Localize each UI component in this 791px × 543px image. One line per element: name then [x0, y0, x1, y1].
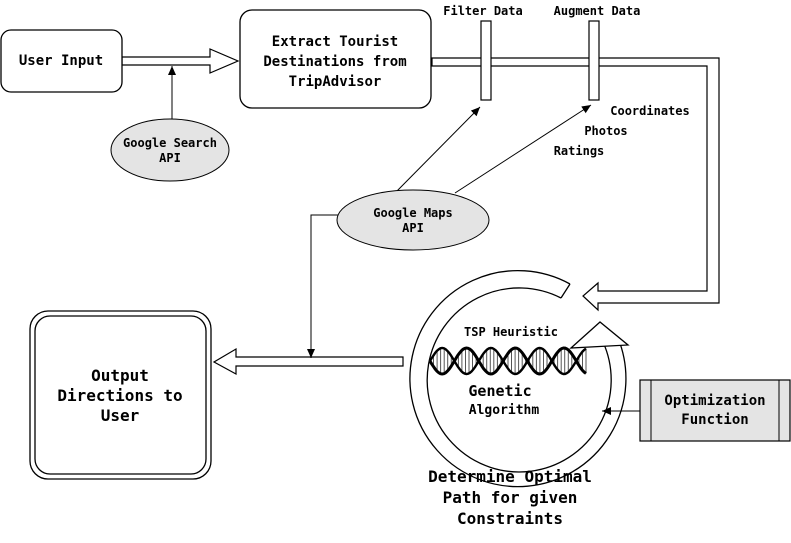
extract-box	[239, 9, 432, 109]
augment-data-label: Augment Data	[554, 4, 641, 18]
ga-line1: Genetic	[468, 382, 531, 400]
output-box-inner	[34, 315, 207, 475]
maps-to-output-arrow	[307, 214, 338, 358]
google-search-ellipse	[110, 118, 230, 182]
tsp-label: TSP Heuristic	[464, 325, 558, 339]
optimization-line1: Optimization	[664, 393, 765, 409]
output-line2: Directions to	[57, 386, 182, 405]
coordinates-label: Coordinates	[610, 104, 689, 118]
google-maps-line1: Google Maps	[373, 206, 452, 220]
user-input-label: User Input	[19, 53, 103, 69]
google-maps-ellipse	[336, 189, 490, 251]
ratings-label: Ratings	[554, 144, 605, 158]
output-line1: Output	[91, 366, 149, 385]
extract-to-ga-pipe	[431, 57, 720, 312]
determine-line3: Constraints	[457, 509, 563, 528]
user-input-box	[0, 29, 123, 93]
ga-line2: Algorithm	[469, 403, 540, 418]
extract-label-line2: Destinations from	[263, 54, 406, 70]
ga-cycle-ring	[409, 269, 630, 488]
filter-data-label: Filter Data	[443, 4, 522, 18]
augment-bar	[588, 20, 600, 101]
maps-to-augment-arrow	[454, 104, 592, 194]
dna-helix-icon	[428, 346, 587, 376]
google-search-line1: Google Search	[123, 136, 217, 150]
output-line3: User	[101, 406, 140, 425]
determine-line1: Determine Optimal	[428, 467, 592, 486]
ga-to-output-arrow	[212, 347, 404, 376]
optimization-line2: Function	[681, 412, 748, 428]
optimization-box	[639, 379, 791, 442]
maps-to-filter-arrow	[394, 106, 481, 194]
input-to-extract-arrow	[121, 48, 240, 74]
extract-label-line1: Extract Tourist	[272, 34, 398, 50]
determine-line2: Path for given	[443, 488, 578, 507]
photos-label: Photos	[584, 124, 627, 138]
google-maps-line2: API	[402, 221, 424, 235]
output-box-outer	[29, 310, 212, 480]
google-search-line2: API	[159, 151, 181, 165]
extract-label-line3: TripAdvisor	[289, 74, 382, 90]
filter-bar	[480, 20, 492, 101]
